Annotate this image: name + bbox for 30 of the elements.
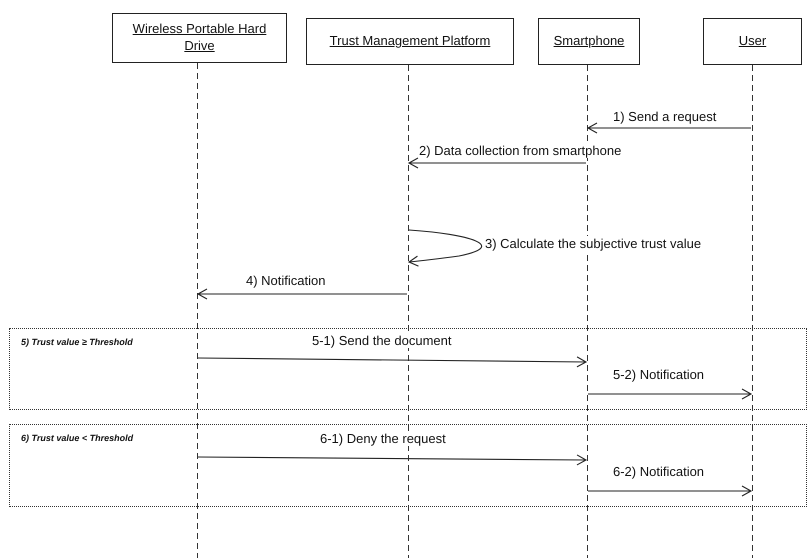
arrow (197, 288, 407, 300)
edge-label: 2) Data collection from smartphone (418, 143, 622, 158)
lifeline (407, 65, 409, 558)
participant-name: Smartphone (554, 33, 624, 50)
edge-label: 6-1) Deny the request (319, 431, 447, 446)
arrow (198, 454, 587, 466)
arrow (588, 485, 752, 497)
participant-box (538, 18, 640, 65)
arrow (198, 356, 587, 368)
lifeline (196, 63, 198, 558)
edge-label: 5-2) Notification (612, 367, 706, 382)
edge-label: 1) Send a request (612, 109, 718, 124)
lifeline (751, 65, 753, 558)
participant-box (703, 18, 802, 65)
participant-box (112, 13, 287, 63)
edge-label: 6-2) Notification (612, 464, 706, 479)
participant-name: Wireless Portable Hard Drive (132, 21, 268, 55)
participant-name: User (738, 33, 766, 50)
condition-label: 6) Trust value < Threshold (21, 433, 134, 443)
participant-name: Trust Management Platform (330, 33, 490, 50)
edge-label: 3) Calculate the subjective trust value (484, 236, 702, 251)
lifeline (586, 65, 588, 558)
condition-label: 5) Trust value ≥ Threshold (21, 337, 133, 347)
arrow (408, 229, 482, 267)
participant-box (306, 18, 514, 65)
edge-label: 5-1) Send the document (311, 333, 452, 348)
arrow (588, 388, 752, 400)
arrow (408, 157, 586, 169)
edge-label: 4) Notification (245, 273, 326, 288)
arrow (587, 122, 751, 134)
